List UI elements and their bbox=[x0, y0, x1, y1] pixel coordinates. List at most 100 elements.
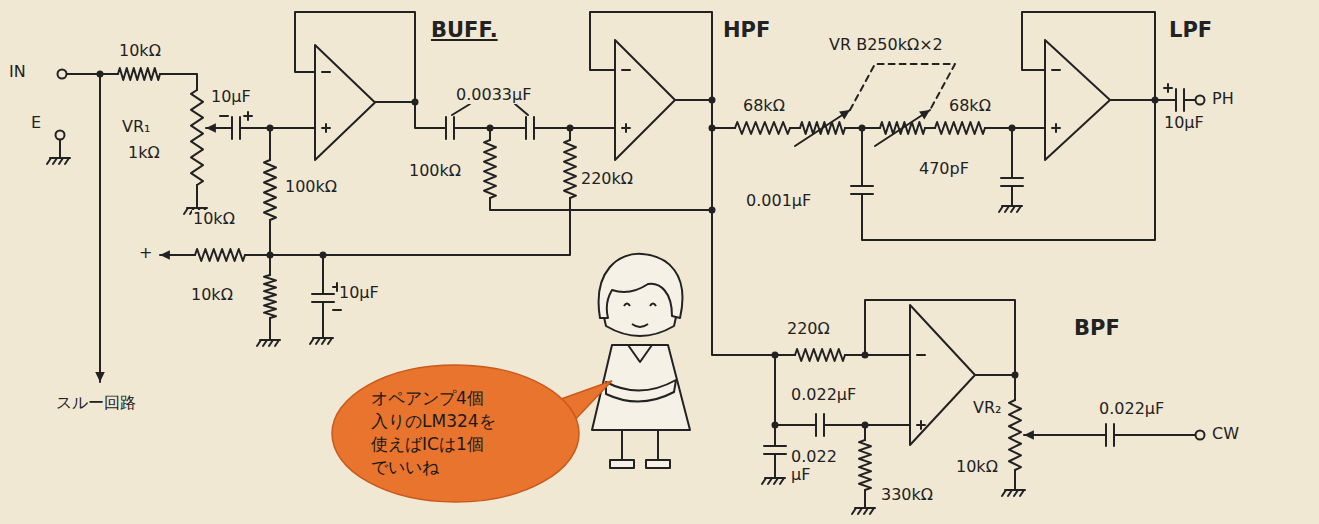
component-value: 100kΩ bbox=[408, 162, 462, 180]
resistor-symbol bbox=[195, 249, 245, 261]
component-value: 10μF bbox=[338, 284, 380, 302]
ground-symbol bbox=[774, 470, 776, 478]
ground-symbol bbox=[765, 477, 785, 479]
terminal-label: PH bbox=[1211, 90, 1235, 108]
ground-symbol bbox=[864, 508, 868, 514]
girl-illustration bbox=[592, 254, 690, 468]
ground-symbol bbox=[50, 157, 70, 159]
ground-symbol bbox=[53, 158, 57, 164]
ground-symbol bbox=[1011, 198, 1013, 206]
capacitor-symbol bbox=[1105, 424, 1107, 446]
polarity-mark bbox=[247, 112, 249, 120]
arrow-head bbox=[206, 123, 216, 133]
wire bbox=[1155, 99, 1176, 101]
arrow-head bbox=[1024, 430, 1034, 440]
wire bbox=[865, 300, 1015, 375]
resistor-symbol bbox=[118, 68, 160, 80]
wire bbox=[322, 302, 324, 330]
wire bbox=[1014, 470, 1016, 482]
ground-symbol bbox=[1002, 490, 1006, 496]
ground-symbol bbox=[310, 338, 314, 344]
resistor-symbol bbox=[564, 140, 576, 198]
ground-symbol bbox=[47, 158, 51, 164]
wire bbox=[490, 198, 712, 210]
ground-symbol bbox=[1011, 206, 1015, 212]
component-value: 10kΩ bbox=[955, 458, 999, 476]
component-value: 68kΩ bbox=[948, 97, 992, 115]
resistor-symbol bbox=[484, 140, 496, 198]
component-value: 100kΩ bbox=[284, 178, 338, 196]
ground-symbol bbox=[1005, 206, 1009, 212]
gang-line bbox=[850, 64, 955, 110]
wire bbox=[270, 198, 570, 255]
ground-symbol bbox=[275, 340, 279, 346]
wire bbox=[1110, 99, 1155, 101]
component-value: 330kΩ bbox=[880, 486, 934, 504]
wire bbox=[59, 140, 61, 150]
wire bbox=[712, 100, 775, 355]
wire bbox=[269, 318, 271, 332]
component-value: 10kΩ bbox=[190, 286, 234, 304]
arrow-head bbox=[160, 250, 170, 260]
girl-arms bbox=[606, 380, 676, 402]
ground-symbol bbox=[999, 206, 1003, 212]
girl-eyes bbox=[624, 304, 656, 307]
ground-symbol bbox=[870, 508, 874, 514]
wire bbox=[1062, 434, 1106, 436]
resistor-symbol bbox=[735, 122, 790, 134]
resistor-symbol bbox=[1009, 400, 1021, 470]
bubble-text: オペアンプ4個 入りのLM324を 使えばICは1個 でいいね bbox=[371, 387, 539, 479]
girl-mouth bbox=[632, 324, 648, 327]
polarity-mark bbox=[622, 69, 630, 71]
opamp-symbol bbox=[1045, 40, 1110, 160]
component-value: 0.022 μF bbox=[790, 448, 840, 484]
ground-symbol bbox=[322, 338, 326, 344]
polarity-mark bbox=[322, 71, 330, 73]
wire bbox=[269, 220, 271, 275]
capacitor-symbol bbox=[312, 293, 334, 295]
wire bbox=[240, 127, 315, 129]
block-label: HPF bbox=[722, 18, 771, 42]
component-value: 470pF bbox=[918, 160, 970, 178]
wire bbox=[1022, 12, 1155, 100]
polarity-mark bbox=[333, 309, 341, 311]
ground-symbol bbox=[855, 507, 875, 509]
polarity-mark bbox=[1052, 69, 1060, 71]
ground-symbol bbox=[184, 208, 188, 214]
component-value: 220kΩ bbox=[580, 170, 634, 188]
girl-shoes bbox=[610, 460, 670, 468]
block-label: LPF bbox=[1168, 18, 1213, 42]
component-value: 0.022μF bbox=[790, 386, 857, 404]
wire bbox=[775, 424, 816, 426]
capacitor-symbol bbox=[851, 185, 873, 187]
wire bbox=[862, 100, 1155, 240]
component-value: VR₂ bbox=[972, 399, 1002, 417]
ground-symbol bbox=[1020, 490, 1024, 496]
terminal-label: IN bbox=[8, 63, 27, 81]
ground-symbol bbox=[780, 478, 784, 484]
ground-symbol bbox=[1014, 482, 1016, 490]
wire bbox=[67, 73, 118, 75]
wire bbox=[675, 99, 712, 101]
resistor-symbol bbox=[264, 275, 276, 318]
ground-symbol bbox=[269, 332, 271, 340]
note-label: スルー回路 bbox=[55, 394, 137, 412]
wire bbox=[196, 185, 198, 200]
wire bbox=[1011, 186, 1013, 198]
terminal-label: E bbox=[30, 114, 42, 132]
wire bbox=[790, 127, 800, 129]
terminal-symbol bbox=[56, 131, 65, 140]
wire bbox=[864, 425, 866, 440]
component-value: 0.0033μF bbox=[455, 86, 532, 104]
terminal-symbol bbox=[1196, 431, 1205, 440]
resistor-symbol bbox=[935, 122, 985, 134]
polarity-mark bbox=[220, 115, 228, 117]
resistor-symbol bbox=[859, 440, 871, 490]
girl-legs bbox=[622, 430, 658, 460]
leader-line bbox=[452, 104, 470, 115]
ground-symbol bbox=[263, 340, 267, 346]
junction-dot bbox=[862, 352, 869, 359]
opamp-symbol bbox=[315, 45, 375, 160]
terminal-label: + bbox=[138, 244, 153, 262]
